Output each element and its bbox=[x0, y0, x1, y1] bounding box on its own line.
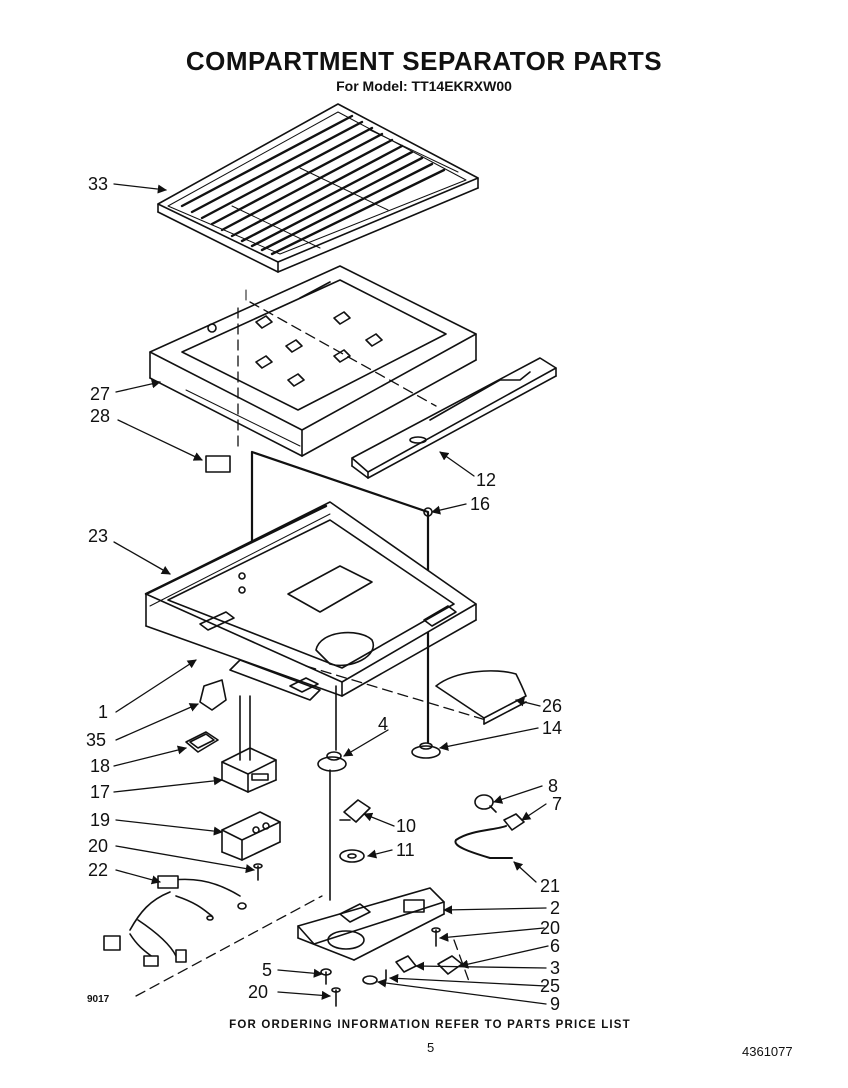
part-6-bracket bbox=[437, 955, 463, 975]
page-number: 5 bbox=[427, 1040, 435, 1055]
document-number: 4361077 bbox=[742, 1044, 793, 1059]
callout-22: 22 bbox=[88, 860, 108, 880]
part-22-harness bbox=[103, 875, 247, 967]
callout-26: 26 bbox=[542, 696, 562, 716]
callout-23: 23 bbox=[88, 526, 108, 546]
callout-19: 19 bbox=[90, 810, 110, 830]
part-21-lead bbox=[454, 825, 513, 859]
callout-14: 14 bbox=[542, 718, 562, 738]
callout-20-a: 20 bbox=[88, 836, 108, 856]
part-26-insulation bbox=[435, 670, 527, 725]
callout-10: 10 bbox=[396, 816, 416, 836]
part-5-screw bbox=[320, 968, 332, 985]
part-9-washer bbox=[362, 975, 378, 985]
part-23-pan bbox=[144, 501, 477, 701]
part-2-base bbox=[297, 887, 445, 961]
callout-12: 12 bbox=[476, 470, 496, 490]
part-18-knob bbox=[185, 731, 219, 753]
ordering-note: FOR ORDERING INFORMATION REFER TO PARTS … bbox=[229, 1019, 631, 1031]
callout-2: 2 bbox=[550, 898, 560, 918]
callout-11: 11 bbox=[396, 840, 415, 860]
callout-7: 7 bbox=[552, 794, 562, 814]
callout-33: 33 bbox=[88, 174, 108, 194]
callout-8: 8 bbox=[548, 776, 558, 796]
part-33-grille bbox=[157, 103, 479, 273]
callout-35: 35 bbox=[86, 730, 106, 750]
part-19-bracket bbox=[221, 811, 281, 861]
part-3-switch bbox=[395, 955, 417, 973]
part-4-damper bbox=[317, 685, 347, 901]
page-title: COMPARTMENT SEPARATOR PARTS bbox=[185, 46, 663, 76]
callout-9: 9 bbox=[550, 994, 560, 1014]
part-20-screws bbox=[253, 863, 441, 1007]
part-10-switch bbox=[339, 799, 371, 823]
callout-27: 27 bbox=[90, 384, 110, 404]
part-35-clip bbox=[199, 679, 227, 711]
part-14-plug bbox=[411, 742, 441, 759]
callout-20-b: 20 bbox=[540, 918, 560, 938]
part-8-lamp bbox=[474, 794, 497, 813]
part-7-socket bbox=[503, 813, 525, 831]
callout-5: 5 bbox=[262, 960, 272, 980]
figure-code: 9017 bbox=[87, 994, 110, 1005]
part-11-washer bbox=[339, 849, 365, 863]
callout-16: 16 bbox=[470, 494, 490, 514]
callout-1: 1 bbox=[98, 702, 108, 722]
part-17-housing bbox=[221, 695, 277, 793]
callout-21: 21 bbox=[540, 876, 560, 896]
callout-28: 28 bbox=[90, 406, 110, 426]
callout-18: 18 bbox=[90, 756, 110, 776]
model-subtitle: For Model: TT14EKRXW00 bbox=[336, 78, 512, 94]
part-28-block bbox=[205, 455, 231, 473]
callout-6: 6 bbox=[550, 936, 560, 956]
callout-25: 25 bbox=[540, 976, 560, 996]
callout-17: 17 bbox=[90, 782, 110, 802]
callout-20-c: 20 bbox=[248, 982, 268, 1002]
callout-4: 4 bbox=[378, 714, 388, 734]
part-12-rail bbox=[351, 357, 557, 479]
callout-3: 3 bbox=[550, 958, 560, 978]
